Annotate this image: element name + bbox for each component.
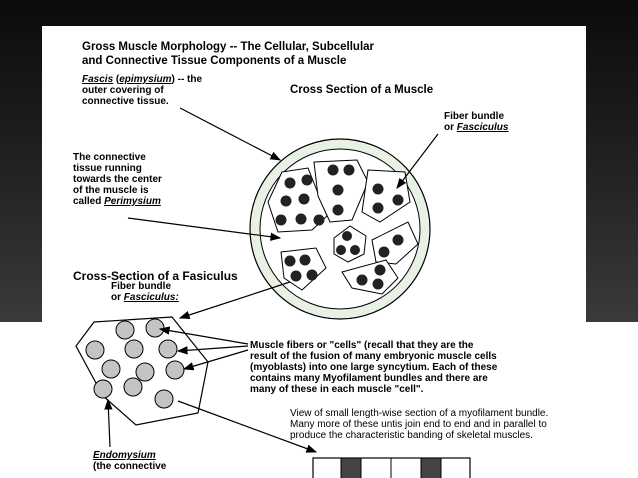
myofilament-banding: [312, 457, 471, 478]
fascicle: [333, 225, 367, 263]
fiber-bundle-top-prefix: or: [444, 122, 457, 133]
myofilament-note-line-1: View of small length-wise section of a m…: [290, 408, 549, 419]
myofilament-note: View of small length-wise section of a m…: [290, 408, 548, 441]
perimysium-line-2: tissue running: [73, 163, 142, 174]
perimysium-label: The connective tissue running towards th…: [73, 152, 162, 207]
endomysium-line-2: (the connective: [93, 461, 167, 472]
fasciculus-term-mid: Fasciculus:: [123, 292, 179, 303]
fascis-after: ) -- the: [171, 74, 203, 85]
fascis-line-3: connective tissue.: [82, 96, 169, 107]
cross-section-fasiculus-label: Cross-Section of a Fasiculus: [73, 269, 238, 283]
fascicle: [341, 259, 399, 295]
muscle-fibers-line-5: many of these in each muscle "cell".: [250, 384, 424, 395]
myofilament-note-line-2: Many more of these untis join end to end…: [290, 419, 547, 430]
muscle-fibers-line-2: result of the fusion of many embryonic m…: [250, 351, 497, 362]
fiber-bundle-mid-prefix: or: [111, 292, 124, 303]
endomysium-label: Endomysium (the connective: [93, 450, 166, 472]
epimysium-term: epimysium: [119, 74, 172, 85]
fiber-bundle-mid-line-1: Fiber bundle: [111, 281, 171, 292]
fascis-label: Fascis (epimysium) -- the outer covering…: [82, 74, 202, 107]
perimysium-line-4: of the muscle is: [73, 185, 149, 196]
fascicle: [267, 167, 328, 233]
perimysium-line-3: towards the center: [73, 174, 162, 185]
muscle-fibers-line-4: contains many Myofilament bundles and th…: [250, 373, 488, 384]
fiber-bundle-top-label: Fiber bundle or Fasciculus: [444, 111, 508, 133]
fascicle: [313, 159, 369, 223]
muscle-fibers-line-1: Muscle fibers or "cells" (recall that th…: [250, 340, 474, 351]
endomysium-term: Endomysium: [93, 450, 156, 461]
myofilament-note-line-3: produce the characteristic banding of sk…: [290, 430, 533, 441]
fascis-paren-open: (: [113, 74, 120, 85]
fiber-bundle-top-line-1: Fiber bundle: [444, 111, 504, 122]
title-line-1: Gross Muscle Morphology -- The Cellular,…: [82, 41, 375, 53]
perimysium-line-1: The connective: [73, 152, 146, 163]
fascis-term: Fascis: [82, 74, 114, 85]
fascicle: [371, 221, 419, 265]
perimysium-prefix: called: [73, 196, 105, 207]
page-title: Gross Muscle Morphology -- The Cellular,…: [82, 40, 374, 68]
fascis-line-2: outer covering of: [82, 85, 164, 96]
fasciculus-term-top: Fasciculus: [456, 122, 509, 133]
fascicle: [280, 247, 327, 291]
muscle-fibers-line-3: (myoblasts) into one large syncytium. Ea…: [250, 362, 498, 373]
title-line-2: and Connective Tissue Components of a Mu…: [82, 55, 347, 67]
fiber-bundle-mid-label: Fiber bundle or Fasciculus:: [111, 281, 179, 303]
muscle-cross-section: [249, 138, 431, 320]
cross-section-muscle-label: Cross Section of a Muscle: [290, 84, 434, 96]
perimysium-term: Perimysium: [104, 196, 161, 207]
muscle-fibers-label: Muscle fibers or "cells" (recall that th…: [250, 340, 497, 395]
leader-arrows: [104, 107, 439, 453]
